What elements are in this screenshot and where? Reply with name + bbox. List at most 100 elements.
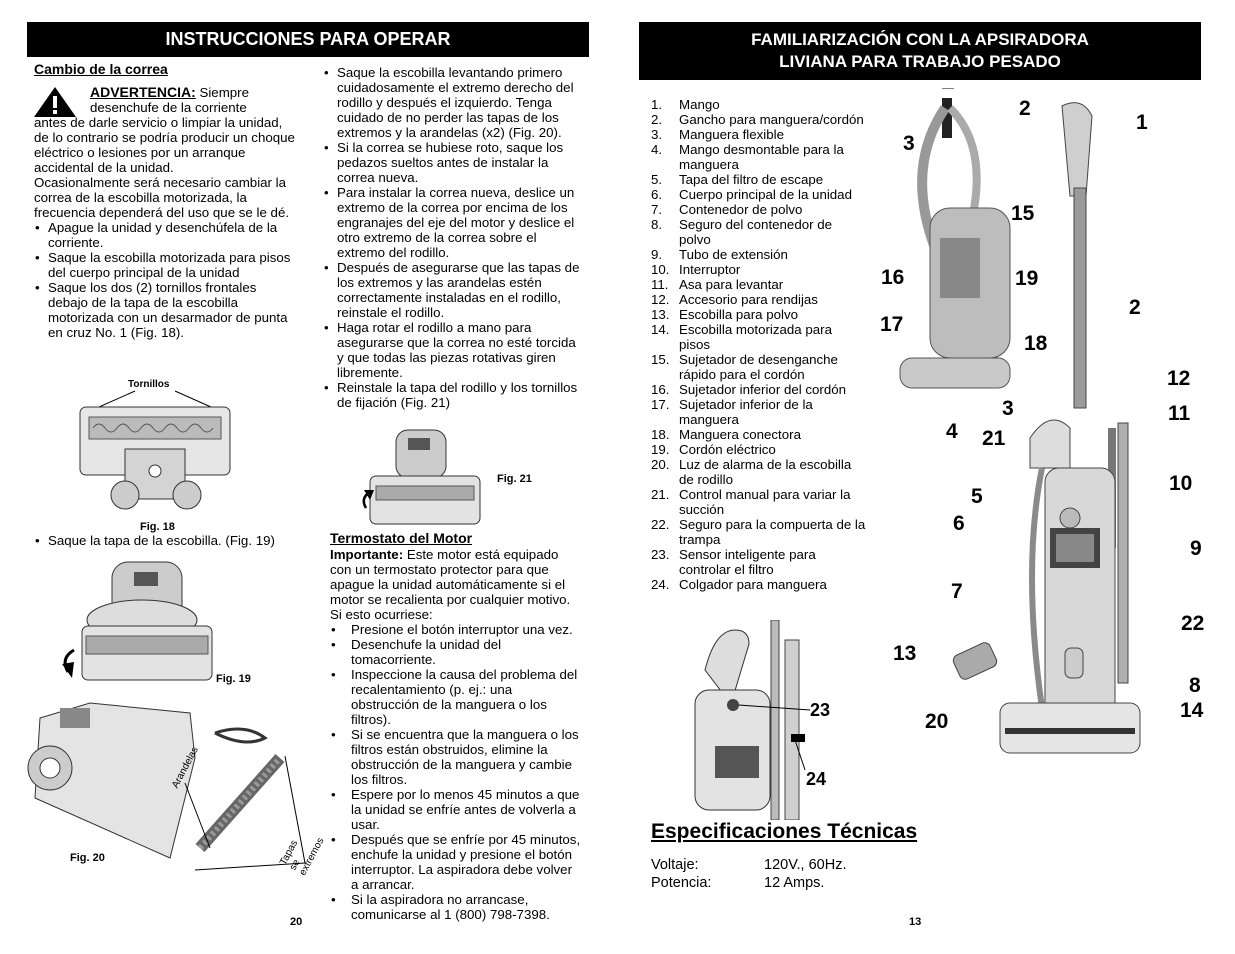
callout-number: 14 — [1180, 699, 1204, 722]
callout-number: 1 — [1136, 111, 1148, 134]
part-name: Tubo de extensión — [679, 247, 788, 262]
list-item: Saque los dos (2) tornillos frontales de… — [34, 280, 296, 340]
thermostat-important-label: Importante: — [330, 547, 404, 562]
parts-list-item: 6.Cuerpo principal de la unidad — [651, 187, 866, 202]
parts-list-item: 21.Control manual para variar la succión — [651, 487, 866, 517]
spec-voltage-value: 120V., 60Hz. — [764, 857, 847, 873]
thermostat-steps: Presione el botón interruptor una vez. D… — [330, 622, 582, 922]
callout-number: 24 — [806, 769, 827, 789]
callout-number: 8 — [1189, 674, 1201, 697]
left-column-2: Saque la escobilla levantando primero cu… — [323, 65, 581, 410]
left-banner-title: INSTRUCCIONES PARA OPERAR — [165, 29, 451, 49]
callout-number: 16 — [881, 266, 905, 289]
callout-number: 2 — [1129, 296, 1141, 319]
part-number: 7. — [651, 202, 663, 217]
part-name: Manguera flexible — [679, 127, 784, 142]
fig20-disassembled-brushroll-illustration — [27, 702, 306, 871]
callout-number: 5 — [971, 485, 983, 508]
part-name: Escobilla para polvo — [679, 307, 799, 322]
parts-list-item: 15.Sujetador de desenganche rápido para … — [651, 352, 866, 382]
parts-list-item: 12.Accesorio para rendijas — [651, 292, 866, 307]
warning-rest: antes de darle servicio o limpiar la uni… — [34, 115, 295, 175]
part-name: Asa para levantar — [679, 277, 784, 292]
list-item: Si se encuentra que la manguera o los fi… — [330, 727, 582, 787]
part-number: 18. — [651, 427, 670, 442]
part-name: Sensor inteligente para controlar el fil… — [679, 547, 816, 577]
list-item: Apague la unidad y desenchúfela de la co… — [34, 220, 296, 250]
part-number: 19. — [651, 442, 670, 457]
part-number: 17. — [651, 397, 670, 412]
part-number: 20. — [651, 457, 670, 472]
callout-number: 22 — [1181, 612, 1205, 635]
part-name: Sujetador de desenganche rápido para el … — [679, 352, 838, 382]
parts-list-item: 8.Seguro del contenedor de polvo — [651, 217, 866, 247]
warning-label: ADVERTENCIA: — [90, 84, 196, 100]
fig19-brush-cover-removal-illustration — [62, 561, 213, 681]
part-number: 10. — [651, 262, 670, 277]
part-name: Manguera conectora — [679, 427, 801, 442]
part-name: Escobilla motorizada para pisos — [679, 322, 832, 352]
belt-steps-c: Saque la escobilla levantando primero cu… — [323, 65, 581, 410]
part-name: Sujetador inferior de la manguera — [679, 397, 813, 427]
fig18-label: Fig. 18 — [140, 521, 175, 533]
callout-number: 2 — [1019, 97, 1031, 120]
part-name: Cuerpo principal de la unidad — [679, 187, 852, 202]
part-number: 21. — [651, 487, 670, 502]
fig18-brushroll-underside-illustration — [79, 390, 231, 510]
callout-number: 18 — [1024, 332, 1048, 355]
parts-list-item: 9. Tubo de extensión — [651, 247, 866, 262]
part-number: 23. — [651, 547, 670, 562]
list-item: Si la correa se hubiese roto, saque los … — [323, 140, 581, 185]
part-name: Contenedor de polvo — [679, 202, 803, 217]
parts-list-item: 10.Interruptor — [651, 262, 866, 277]
list-item: Espere por lo menos 45 minutos a que la … — [330, 787, 582, 832]
thermostat-title: Termostato del Motor — [330, 530, 473, 546]
callout-number: 6 — [953, 512, 965, 535]
part-number: 13. — [651, 307, 670, 322]
list-item: Presione el botón interruptor una vez. — [330, 622, 582, 637]
fig20-label: Fig. 20 — [70, 852, 105, 864]
belt-intro: Ocasionalmente será necesario cambiar la… — [34, 175, 290, 220]
thermostat-text: Este motor está equipado con un termosta… — [330, 547, 571, 622]
spec-power-label: Potencia: — [651, 875, 712, 891]
callout-number: 4 — [946, 420, 958, 443]
parts-list-item: 2.Gancho para manguera/cordón — [651, 112, 866, 127]
part-number: 9. — [651, 247, 663, 262]
right-banner-line1: FAMILIARIZACIÓN CON LA APSIRADORA — [751, 30, 1089, 49]
spec-power-value: 12 Amps. — [764, 875, 825, 891]
list-item: Saque la escobilla levantando primero cu… — [323, 65, 581, 140]
parts-list-item: 24.Colgador para manguera — [651, 577, 866, 592]
parts-list-item: 3.Manguera flexible — [651, 127, 866, 142]
callout-number: 7 — [951, 580, 963, 603]
warning-triangle-icon — [34, 87, 76, 117]
part-number: 22. — [651, 517, 670, 532]
callout-number: 23 — [810, 700, 831, 720]
parts-list-item: 4.Mango desmontable para la manguera — [651, 142, 866, 172]
part-number: 5. — [651, 172, 663, 187]
spec-title: Especificaciones Técnicas — [651, 820, 918, 843]
part-number: 24. — [651, 577, 670, 592]
part-name: Mango desmontable para la manguera — [679, 142, 844, 172]
belt-step-b-block: Saque la tapa de la escobilla. (Fig. 19) — [34, 533, 296, 548]
parts-list-item: 20.Luz de alarma de la escobilla de rodi… — [651, 457, 866, 487]
list-item: Haga rotar el rodillo a mano para asegur… — [323, 320, 581, 380]
part-name: Tapa del filtro de escape — [679, 172, 824, 187]
list-item: Después que se enfríe por 45 minutos, en… — [330, 832, 582, 892]
filter-sensor-detail-illustration — [694, 620, 811, 820]
callout-number: 11 — [1168, 402, 1191, 425]
vacuum-parts-illustration — [899, 88, 1141, 754]
part-name: Sujetador inferior del cordón — [679, 382, 847, 397]
part-name: Gancho para manguera/cordón — [679, 112, 864, 127]
list-item: Inspeccione la causa del problema del re… — [330, 667, 582, 727]
part-name: Accesorio para rendijas — [679, 292, 818, 307]
parts-list-item: 22.Seguro para la compuerta de la trampa — [651, 517, 866, 547]
list-item: Saque la escobilla motorizada para pisos… — [34, 250, 296, 280]
parts-list-item: 16.Sujetador inferior del cordón — [651, 382, 866, 397]
left-page-number: 20 — [290, 916, 303, 928]
part-name: Cordón eléctrico — [679, 442, 776, 457]
parts-list-item: 18. Manguera conectora — [651, 427, 866, 442]
belt-section-title: Cambio de la correa — [34, 61, 168, 77]
warning-first: Siempre — [199, 85, 249, 100]
callout-number: 17 — [880, 313, 904, 336]
